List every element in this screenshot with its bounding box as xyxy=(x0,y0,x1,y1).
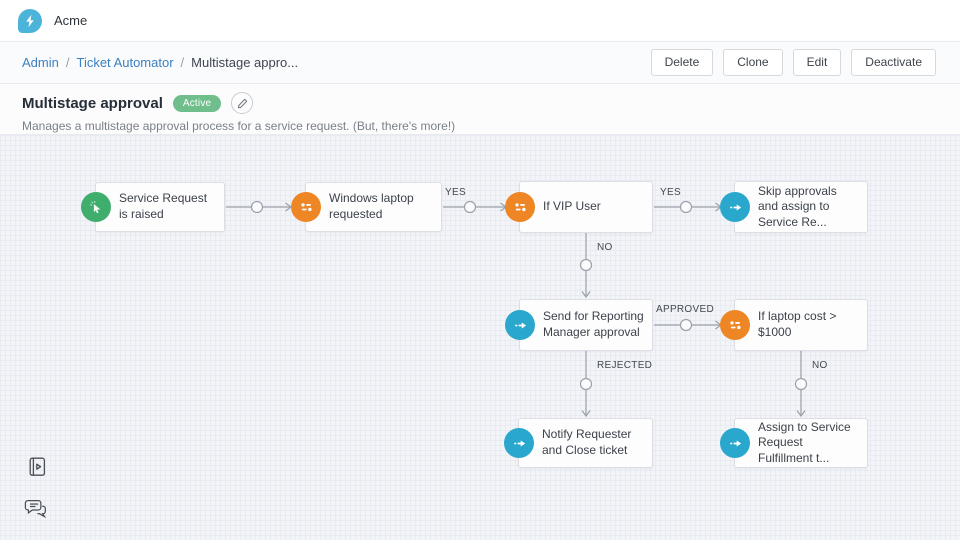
node-label: Skip approvals and assign to Service Re.… xyxy=(758,183,837,229)
brand-name: Acme xyxy=(54,13,88,28)
node-label: If VIP User xyxy=(543,199,601,214)
add-step-connector-button[interactable] xyxy=(579,258,593,272)
feedback-chat-button[interactable] xyxy=(24,499,47,519)
edit-button[interactable]: Edit xyxy=(792,49,842,76)
sliders-condition-icon xyxy=(720,310,750,340)
edge-label-approved: APPROVED xyxy=(656,304,714,315)
forward-arrow-icon xyxy=(504,428,534,458)
brand-logo[interactable] xyxy=(18,8,42,33)
add-step-connector-button[interactable] xyxy=(679,200,693,214)
arrowhead-icon xyxy=(581,410,591,418)
workflow-canvas[interactable]: YES YES NO APPROVED REJECTED NO Service … xyxy=(0,135,960,540)
workflow-description: Manages a multistage approval process fo… xyxy=(22,119,456,133)
workflow-node-action[interactable]: Assign to Service Request Fulfillment t.… xyxy=(720,418,868,468)
breadcrumb-ticket-automator[interactable]: Ticket Automator xyxy=(76,55,174,70)
status-badge: Active xyxy=(172,94,222,112)
workflow-node-condition[interactable]: If VIP User xyxy=(505,181,653,233)
edit-title-button[interactable] xyxy=(231,92,254,114)
forward-arrow-icon xyxy=(720,428,750,458)
forward-arrow-icon xyxy=(720,192,750,222)
add-step-connector-button[interactable] xyxy=(250,200,264,214)
delete-button[interactable]: Delete xyxy=(650,49,714,76)
sliders-condition-icon xyxy=(291,192,321,222)
workflow-node-action[interactable]: Send for Reporting Manager approval xyxy=(505,299,653,351)
workflow-node-condition[interactable]: If laptop cost > $1000 xyxy=(720,299,868,351)
lightning-bolt-icon xyxy=(24,14,36,28)
breadcrumb-admin[interactable]: Admin xyxy=(22,55,59,70)
node-label: Windows laptop requested xyxy=(329,191,414,221)
workflow-title: Multistage approval xyxy=(22,94,163,112)
sliders-condition-icon xyxy=(505,192,535,222)
top-bar: Acme xyxy=(0,0,960,42)
workflow-node-action[interactable]: Skip approvals and assign to Service Re.… xyxy=(720,181,868,233)
guide-book-button[interactable] xyxy=(29,457,46,477)
workflow-node-trigger[interactable]: Service Request is raised xyxy=(81,182,225,232)
node-label: Send for Reporting Manager approval xyxy=(543,309,644,339)
pencil-icon xyxy=(237,98,248,109)
arrowhead-icon xyxy=(796,410,806,418)
workflow-node-action[interactable]: Notify Requester and Close ticket xyxy=(504,418,653,468)
guide-book-icon xyxy=(29,457,46,477)
add-step-connector-button[interactable] xyxy=(794,377,808,391)
node-label: Assign to Service Request Fulfillment t.… xyxy=(758,419,851,465)
workflow-node-condition[interactable]: Windows laptop requested xyxy=(291,182,442,232)
edge-label-yes: YES xyxy=(660,187,681,198)
forward-arrow-icon xyxy=(505,310,535,340)
add-step-connector-button[interactable] xyxy=(679,318,693,332)
add-step-connector-button[interactable] xyxy=(463,200,477,214)
breadcrumb-separator: / xyxy=(180,55,185,70)
cursor-click-icon xyxy=(81,192,111,222)
breadcrumb-separator: / xyxy=(65,55,70,70)
clone-button[interactable]: Clone xyxy=(723,49,783,76)
edge-label-no: NO xyxy=(597,242,613,253)
workflow-actions: Delete Clone Edit Deactivate xyxy=(650,49,936,76)
feedback-chat-icon xyxy=(24,499,47,519)
edge-label-no: NO xyxy=(812,360,828,371)
edge-label-yes: YES xyxy=(445,187,466,198)
add-step-connector-button[interactable] xyxy=(579,377,593,391)
breadcrumb: Admin / Ticket Automator / Multistage ap… xyxy=(22,55,298,70)
breadcrumb-current: Multistage appro... xyxy=(191,55,299,70)
arrowhead-icon xyxy=(581,291,591,299)
workflow-header: Multistage approval Active Manages a mul… xyxy=(0,84,960,135)
navigation-bar: Admin / Ticket Automator / Multistage ap… xyxy=(0,42,960,84)
node-label: Service Request is raised xyxy=(119,191,208,221)
node-label: Notify Requester and Close ticket xyxy=(542,427,632,457)
edge-label-rejected: REJECTED xyxy=(597,360,653,371)
deactivate-button[interactable]: Deactivate xyxy=(851,49,936,76)
connector-layer xyxy=(226,200,808,418)
node-label: If laptop cost > $1000 xyxy=(758,309,837,339)
